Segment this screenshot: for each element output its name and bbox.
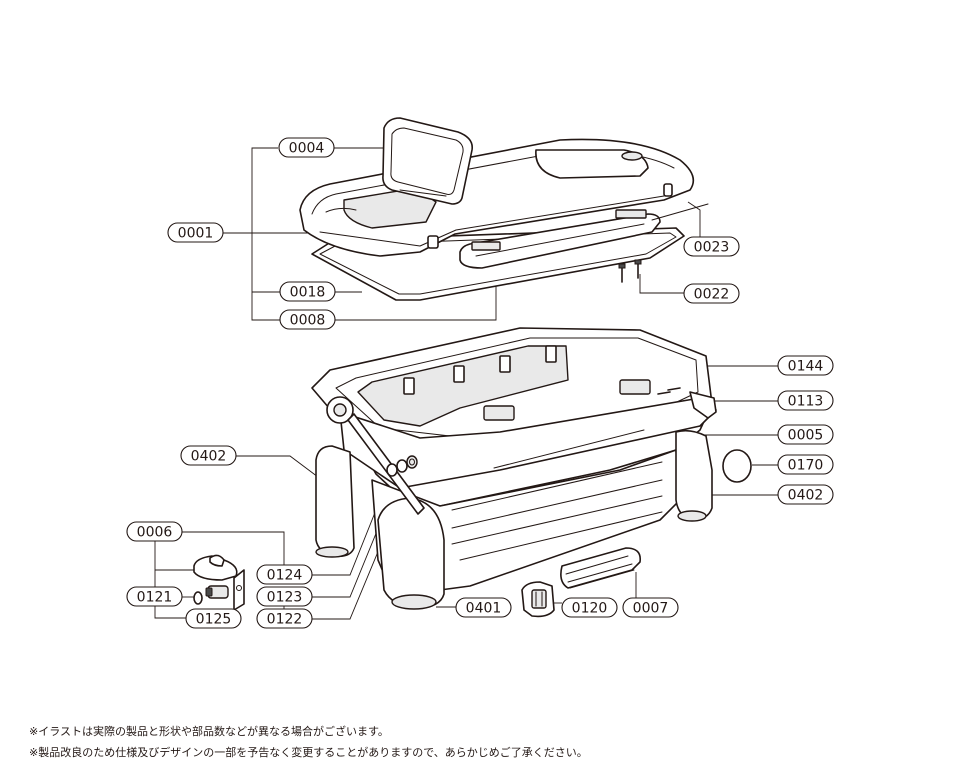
part-label-0120-text: 0120 <box>572 601 608 617</box>
part-label-0022: 0022 <box>683 283 740 304</box>
part-label-0402-left: 0402 <box>180 445 237 466</box>
part-label-0018-text: 0018 <box>290 285 326 301</box>
part-label-0023-text: 0023 <box>694 240 730 256</box>
drain-valve-0006 <box>193 554 245 611</box>
window-lid-0004 <box>382 117 474 205</box>
part-label-0121: 0121 <box>126 586 183 607</box>
part-label-0008: 0008 <box>279 309 336 330</box>
cooler-body-0005 <box>311 327 717 591</box>
part-label-0125: 0125 <box>185 608 242 629</box>
part-label-0144-text: 0144 <box>788 359 824 375</box>
part-label-0018: 0018 <box>279 281 336 302</box>
part-label-0008-text: 0008 <box>290 313 326 329</box>
part-label-0144: 0144 <box>777 355 834 376</box>
part-label-0402-right-text: 0402 <box>788 488 824 504</box>
part-label-0170: 0170 <box>777 454 834 475</box>
part-label-0122-text: 0122 <box>267 612 303 628</box>
hinge-bar-0018 <box>459 209 661 269</box>
part-label-0401-text: 0401 <box>466 601 502 617</box>
note-illustration-disclaimer: ※イラストは実際の製品と形状や部品数などが異なる場合がございます。 <box>29 725 389 738</box>
part-label-0004-text: 0004 <box>289 141 325 157</box>
part-label-0170-text: 0170 <box>788 458 824 474</box>
disclaimer-notes: ※イラストは実際の製品と形状や部品数などが異なる場合がございます。 ※製品改良の… <box>29 721 729 763</box>
part-label-0005-text: 0005 <box>788 428 824 444</box>
drain-parts-0122-0123-0124 <box>386 455 418 477</box>
plug-cap-0170 <box>722 449 752 483</box>
part-label-0402-left-text: 0402 <box>191 449 227 465</box>
part-label-0004: 0004 <box>278 137 335 158</box>
shoulder-belt-0007 <box>560 547 642 589</box>
part-label-0022-text: 0022 <box>694 287 730 303</box>
part-label-0023: 0023 <box>683 236 740 257</box>
hinge-screws-0144-0113 <box>657 387 681 395</box>
part-label-0001-text: 0001 <box>178 226 214 242</box>
note-spec-change-disclaimer: ※製品改良のため仕様及びデザインの一部を予告なく変更することがありますので、あら… <box>29 746 588 759</box>
feet-0401 <box>315 429 713 610</box>
handle-0402 <box>326 391 717 515</box>
part-label-0124-text: 0124 <box>267 568 303 584</box>
lid-0001 <box>299 138 695 257</box>
belt-buckle-0120 <box>521 581 555 618</box>
part-label-0122: 0122 <box>256 608 313 629</box>
part-label-0006-text: 0006 <box>137 525 173 541</box>
part-label-0121-text: 0121 <box>137 590 173 606</box>
part-label-0113-text: 0113 <box>788 394 824 410</box>
part-label-0001: 0001 <box>167 222 224 243</box>
part-label-0123: 0123 <box>256 586 313 607</box>
screws-0022 <box>618 259 642 283</box>
part-label-0125-text: 0125 <box>196 612 232 628</box>
part-label-0113: 0113 <box>777 390 834 411</box>
part-label-0123-text: 0123 <box>267 590 303 606</box>
part-label-0401: 0401 <box>455 597 512 618</box>
part-label-0006: 0006 <box>126 521 183 542</box>
part-label-0007-text: 0007 <box>633 601 669 617</box>
part-label-0007: 0007 <box>622 597 679 618</box>
part-label-0124: 0124 <box>256 564 313 585</box>
part-label-0402-right: 0402 <box>777 484 834 505</box>
part-label-0120: 0120 <box>561 597 618 618</box>
hinge-pin-0023 <box>651 203 709 221</box>
part-label-0005: 0005 <box>777 424 834 445</box>
